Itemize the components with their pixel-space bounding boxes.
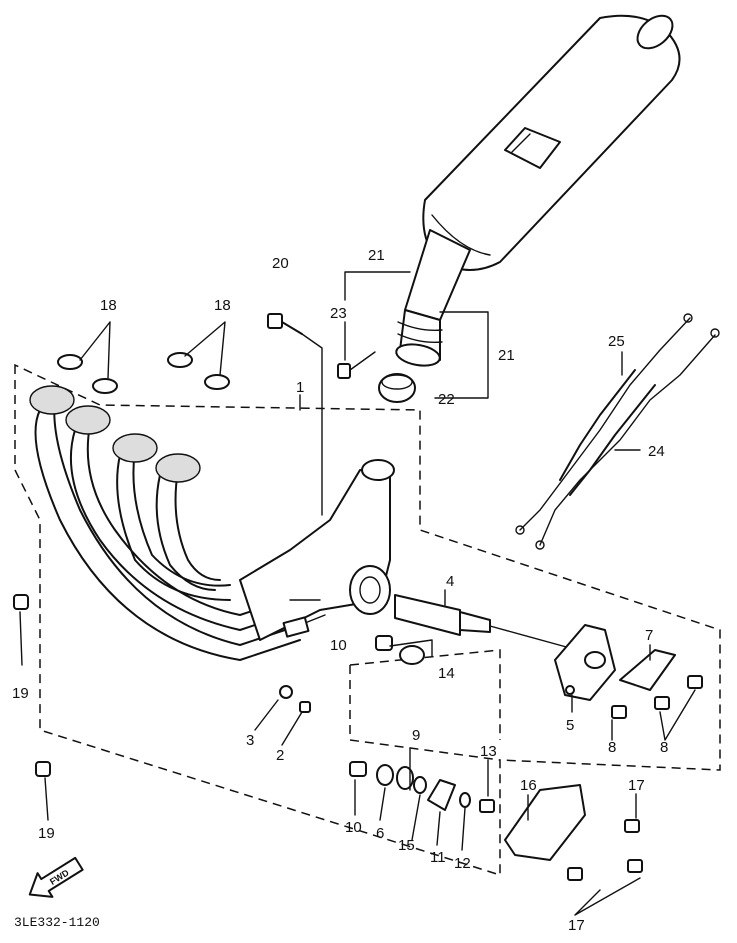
label-part-8-a: 8 [608,739,616,756]
diagram-code: 3LE332-1120 [14,915,100,930]
valve-shaft-4 [394,594,571,649]
label-part-22: 22 [438,391,455,408]
label-part-18-a: 18 [100,297,117,314]
label-part-23: 23 [330,305,347,322]
washer-12 [459,792,471,808]
label-part-5: 5 [566,717,574,734]
bolts-17 [567,819,643,881]
exhaust-header-pipes [34,399,301,661]
pulley-5 [554,624,616,701]
label-part-16: 16 [520,777,537,794]
muffler-connecting-pipe [395,229,471,367]
collector-housing [239,459,395,641]
label-part-21-b: 21 [498,347,515,364]
gaskets-18 [57,352,230,394]
label-part-17-b: 17 [568,917,585,934]
label-part-4: 4 [446,573,454,590]
collar-10-lower [349,761,367,777]
bolt-23 [337,351,376,379]
bolts-8 [611,675,703,719]
label-part-25: 25 [608,333,625,350]
label-part-19-a: 19 [12,685,29,702]
label-part-21-a: 21 [368,247,385,264]
cover-16 [504,784,586,861]
bracket-7 [619,649,676,691]
header-flanges [29,385,201,483]
bolt-13 [479,799,495,813]
bolt-2-washer-3 [279,685,311,713]
label-part-17-a: 17 [628,777,645,794]
circlip-15 [413,776,427,794]
label-part-7: 7 [645,627,653,644]
label-part-13: 13 [480,743,497,760]
bolt-20 [267,313,323,516]
label-part-18-b: 18 [214,297,231,314]
bushing-10-upper [375,635,393,651]
leader-lines [19,271,696,916]
forward-arrow: FWD [28,856,84,898]
label-part-3: 3 [246,732,254,749]
assembly-dashed-outline-main [14,363,721,877]
label-part-9: 9 [412,727,420,744]
label-part-1: 1 [296,379,304,396]
grommets-19 [13,594,51,777]
label-part-10-b: 10 [345,819,362,836]
label-part-20: 20 [272,255,289,272]
label-part-19-b: 19 [38,825,55,842]
assembly-dashed-outline-inner [349,649,501,740]
label-part-24: 24 [648,443,665,460]
muffler [422,14,681,271]
lever-11 [427,779,456,811]
label-part-6: 6 [376,825,384,842]
label-part-14: 14 [438,665,455,682]
washer-6 [376,764,394,786]
label-part-2: 2 [276,747,284,764]
cables-24-25 [515,313,720,550]
label-part-10-a: 10 [330,637,347,654]
bushing-14 [399,645,425,665]
label-part-12: 12 [454,855,471,872]
label-part-15: 15 [398,837,415,854]
gasket-22 [378,373,416,403]
oring-9 [396,766,414,790]
label-part-8-b: 8 [660,739,668,756]
label-part-11: 11 [430,849,446,866]
assembly-dashed-outline-lower [349,665,501,761]
